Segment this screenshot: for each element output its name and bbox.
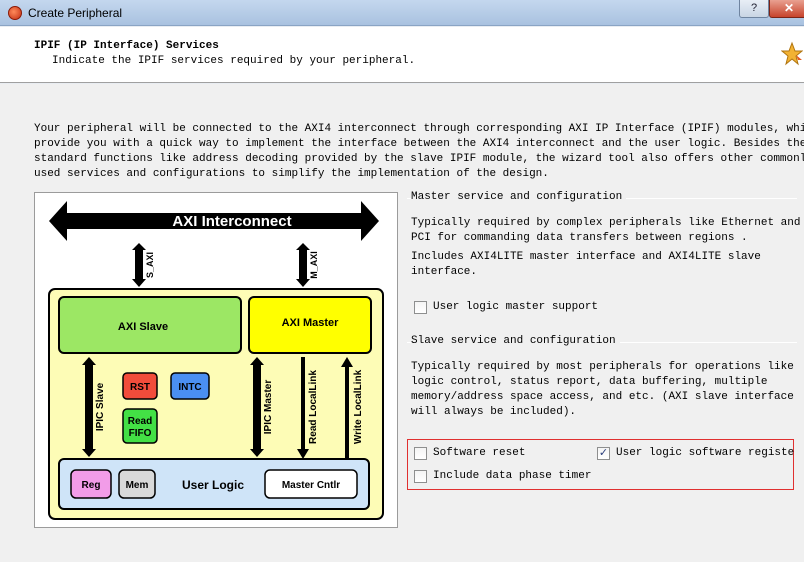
master-desc-line: Typically required by complex peripheral…	[411, 217, 801, 229]
slave-desc-line: Typically required by most peripherals f…	[411, 361, 794, 373]
software-reset-label[interactable]: Software reset	[433, 447, 526, 459]
intro-line: provide you with a quick way to implemen…	[34, 138, 804, 150]
interconnect-label: AXI Interconnect	[172, 213, 291, 230]
intro-line: standard functions like address decoding…	[34, 153, 804, 165]
intro-line: used services and configurations to simp…	[34, 168, 549, 180]
intro-text: Your peripheral will be connected to the…	[34, 122, 804, 182]
master-group-description: Typically required by complex peripheral…	[411, 216, 800, 246]
slave-group-description: Typically required by most peripherals f…	[411, 360, 794, 420]
user-logic-master-checkbox[interactable]	[414, 301, 427, 314]
ipic-slave-arrow	[82, 357, 96, 457]
intc-label: INTC	[178, 382, 201, 393]
wizard-content: Your peripheral will be connected to the…	[0, 84, 804, 562]
axi-slave-label: AXI Slave	[118, 321, 168, 333]
slave-desc-line: will always be included).	[411, 406, 577, 418]
master-group-title: Master service and configuration	[411, 191, 627, 203]
window-title: Create Peripheral	[28, 6, 123, 20]
axi-master-label: AXI Master	[282, 317, 340, 329]
read-locallink-arrow	[297, 357, 309, 459]
page-title: IPIF (IP Interface) Services	[34, 40, 219, 52]
close-button[interactable]: ✕	[769, 0, 804, 18]
user-logic-register-label[interactable]: User logic software registe	[616, 447, 795, 459]
slave-desc-line: logic control, status report, data buffe…	[411, 376, 768, 388]
master-cntlr-block	[264, 469, 358, 499]
slave-desc-line: memory/address space access, and etc. (A…	[411, 391, 794, 403]
user-logic-label: User Logic	[182, 478, 244, 492]
software-reset-checkbox[interactable]	[414, 447, 427, 460]
axi-slave-block	[58, 296, 242, 354]
intc-block	[170, 372, 210, 400]
rst-block	[122, 372, 158, 400]
ipic-master-label: IPIC Master	[263, 380, 274, 435]
data-phase-timer-label[interactable]: Include data phase timer	[433, 470, 592, 482]
mem-block	[118, 469, 156, 499]
ipic-slave-label: IPIC Slave	[95, 382, 106, 431]
axi-master-block	[248, 296, 372, 354]
master-cntlr-label: Master Cntlr	[282, 480, 340, 491]
intro-line: Your peripheral will be connected to the…	[34, 123, 804, 135]
mem-label: Mem	[126, 480, 149, 491]
read-fifo-label: FIFO	[129, 428, 152, 439]
slave-group-title: Slave service and configuration	[411, 335, 620, 347]
write-locallink-label: Write LocalLink	[353, 369, 364, 444]
user-logic-register-checkbox[interactable]: ✓	[597, 447, 610, 460]
m-axi-arrow	[296, 243, 310, 287]
highlight-box	[407, 439, 794, 490]
rst-label: RST	[130, 382, 150, 393]
reg-label: Reg	[82, 480, 101, 491]
reg-block	[70, 469, 112, 499]
ipif-diagram: AXI Interconnect S_AXI M_AXI AXI Slave A…	[34, 192, 398, 528]
title-bar: Create Peripheral ? ✕	[0, 0, 804, 26]
master-desc-line: Includes AXI4LITE master interface and A…	[411, 251, 761, 263]
user-logic-master-label[interactable]: User logic master support	[433, 301, 599, 313]
master-desc-line: interface.	[411, 266, 478, 278]
ipif-diagram-svg: AXI Interconnect S_AXI M_AXI AXI Slave A…	[48, 201, 384, 520]
read-locallink-label: Read LocalLink	[308, 370, 319, 444]
axi-interconnect-arrow	[49, 201, 379, 241]
read-fifo-label: Read	[128, 416, 152, 427]
app-icon	[8, 6, 22, 20]
master-group-includes: Includes AXI4LITE master interface and A…	[411, 250, 761, 280]
data-phase-timer-checkbox[interactable]	[414, 470, 427, 483]
page-subtitle: Indicate the IPIF services required by y…	[52, 55, 416, 67]
s-axi-label: S_AXI	[145, 252, 155, 278]
master-desc-line: PCI for commanding data transfers betwee…	[411, 232, 748, 244]
read-fifo-block	[122, 408, 158, 444]
wizard-star-icon	[781, 41, 803, 66]
wizard-header: IPIF (IP Interface) Services Indicate th…	[0, 27, 804, 83]
write-locallink-arrow	[341, 357, 353, 459]
help-button[interactable]: ?	[739, 0, 769, 18]
s-axi-arrow	[132, 243, 146, 287]
m-axi-label: M_AXI	[309, 251, 319, 279]
ipic-master-arrow	[250, 357, 264, 457]
